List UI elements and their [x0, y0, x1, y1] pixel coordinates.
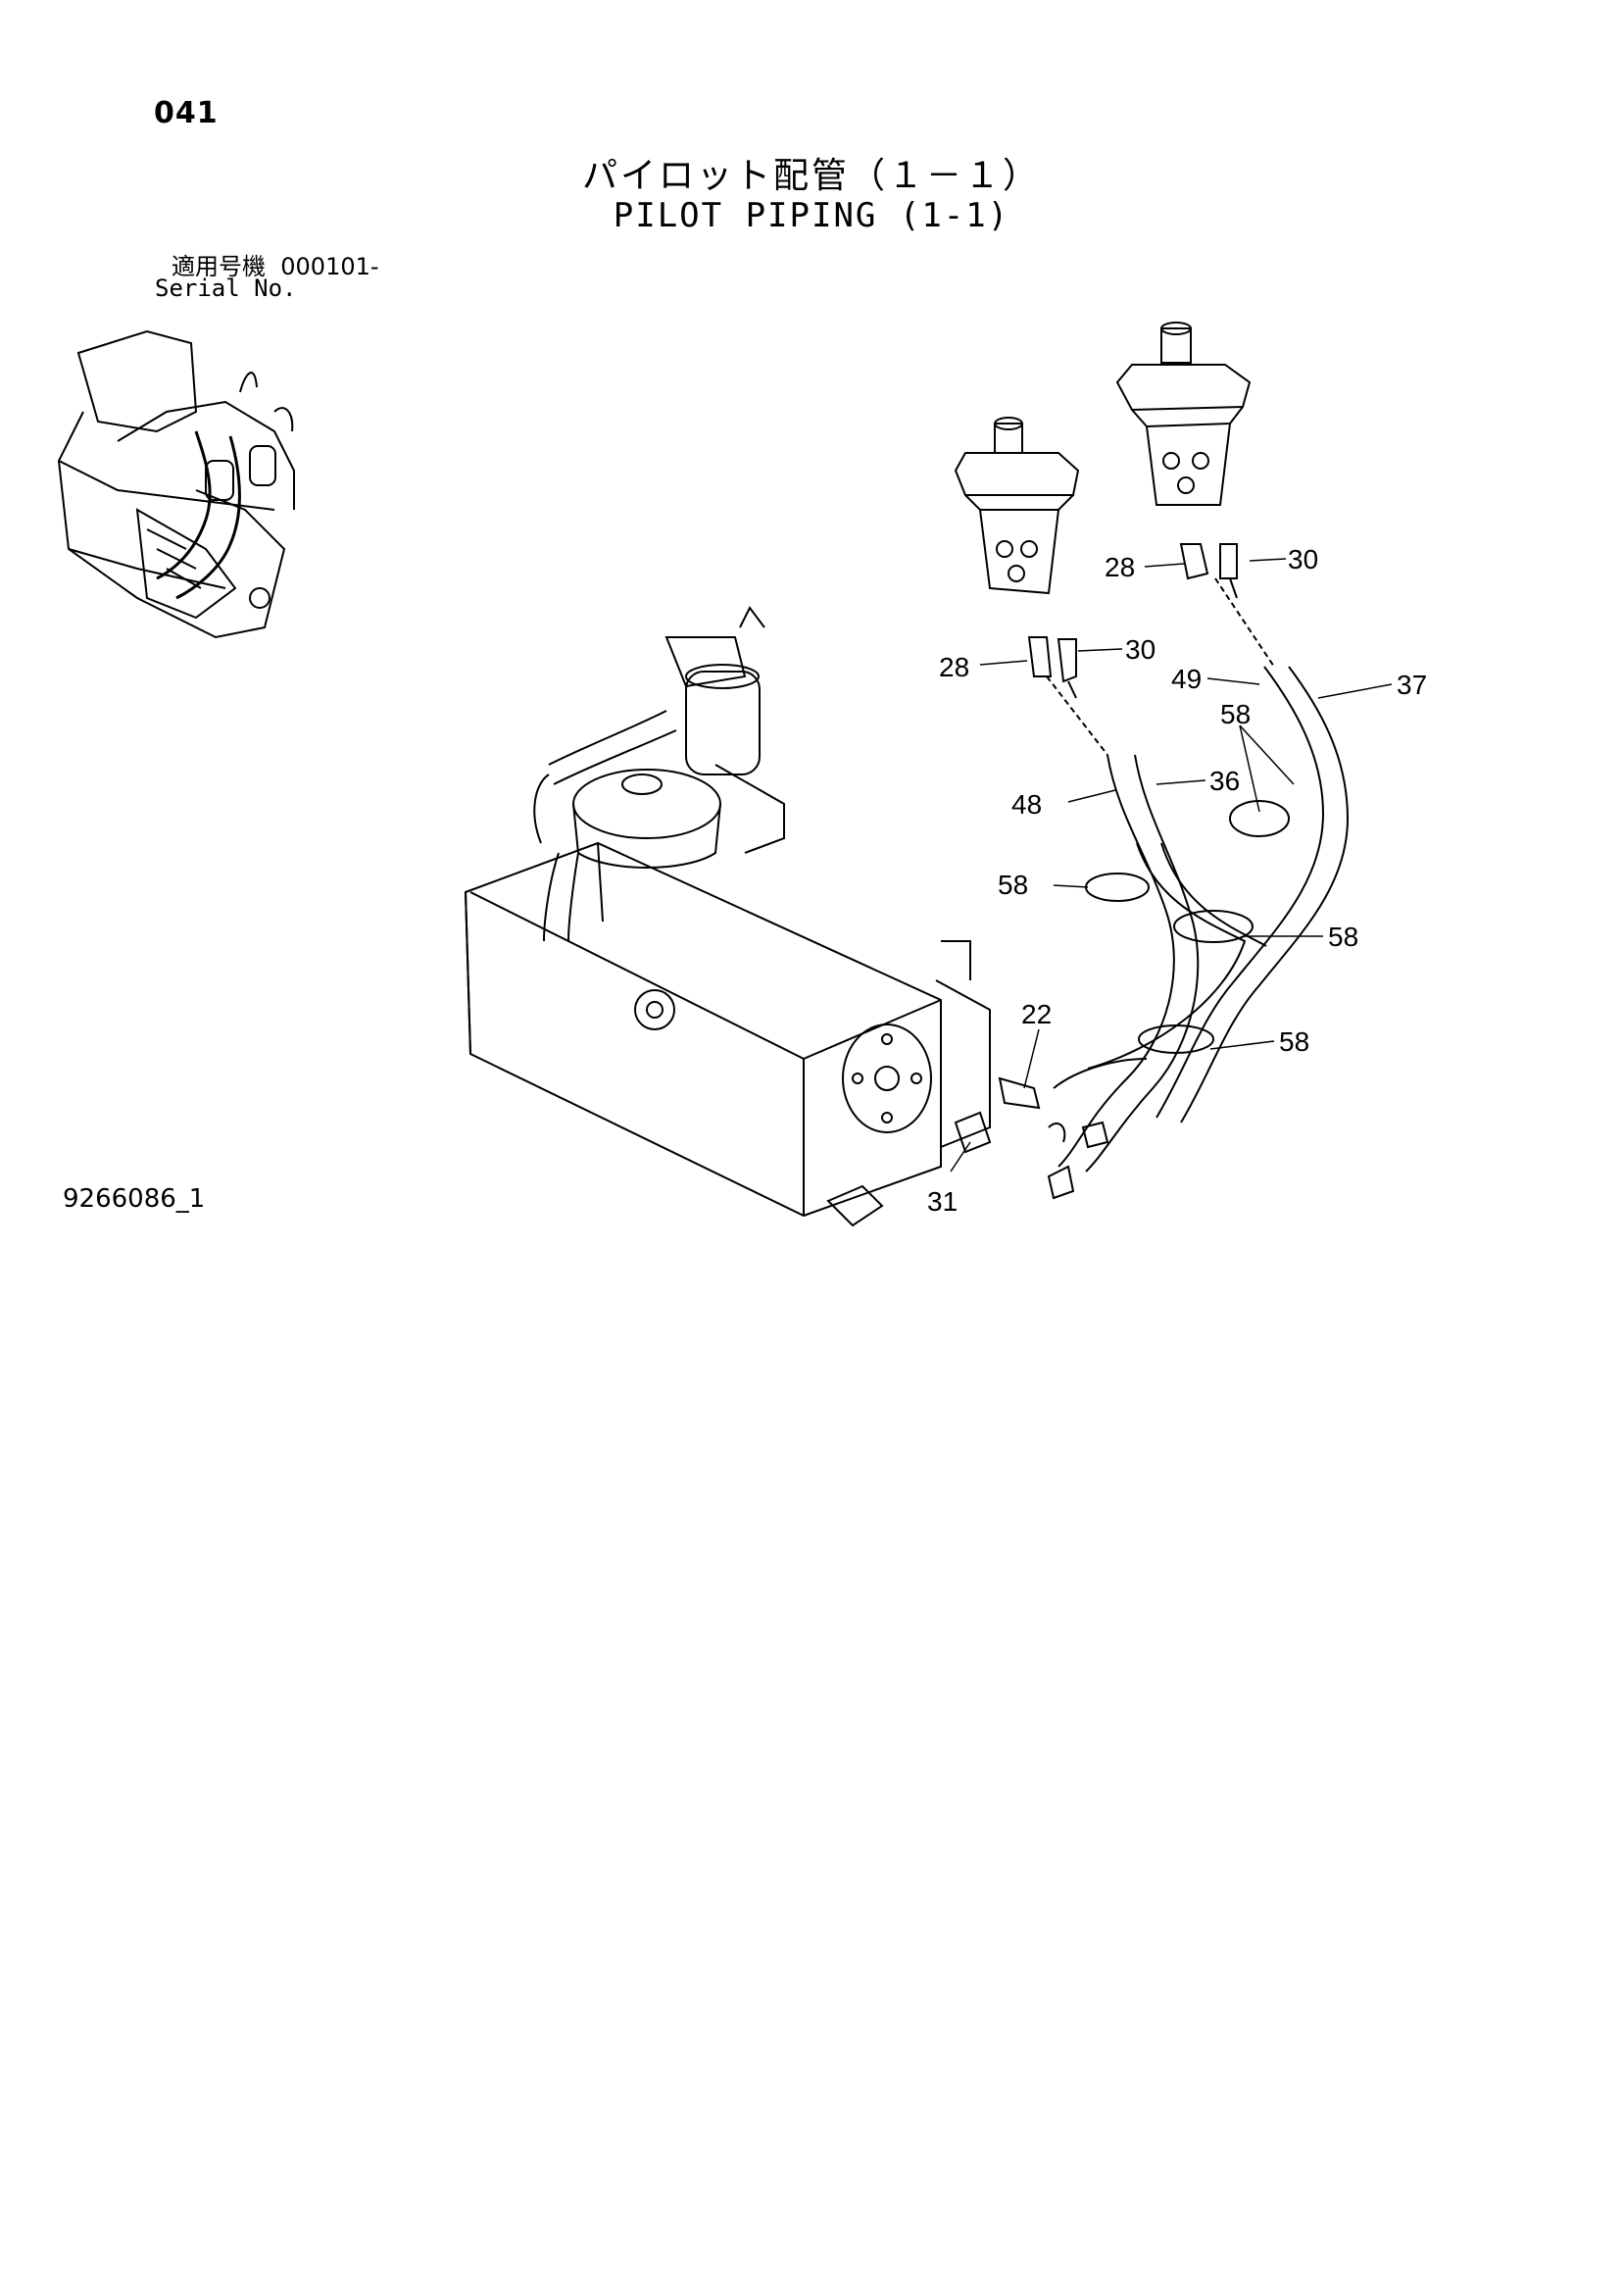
pilot-valve-right — [1115, 322, 1252, 506]
callout-30-upper: 30 — [1288, 544, 1318, 574]
hose-bundle — [1053, 666, 1350, 1173]
callout-58-top: 58 — [1220, 699, 1251, 729]
overview-inset — [57, 329, 295, 639]
pilot-valve-left — [954, 417, 1080, 595]
title-english: PILOT PIPING (1-1) — [613, 196, 1010, 235]
serial-label-jp: 適用号機 — [172, 253, 266, 280]
callout-28-upper: 28 — [1105, 552, 1135, 582]
fittings-upper — [1027, 543, 1275, 756]
callout-28-lower: 28 — [939, 652, 969, 682]
callout-30-lower: 30 — [1125, 634, 1156, 665]
title-japanese: パイロット配管（１－１） — [581, 156, 1041, 196]
callout-36: 36 — [1209, 766, 1240, 796]
page-code: 041 — [154, 96, 219, 130]
filter-assembly — [533, 606, 785, 942]
callout-labels: 28 30 28 30 49 37 58 36 48 58 58 22 58 3… — [927, 544, 1427, 1217]
callout-22: 22 — [1021, 999, 1052, 1029]
serial-applicability: 適用号機 000101- — [172, 247, 379, 281]
callout-37: 37 — [1397, 670, 1427, 700]
callout-58-right: 58 — [1328, 922, 1358, 952]
callout-48: 48 — [1011, 789, 1042, 820]
callout-58-lower: 58 — [1279, 1026, 1309, 1057]
callout-58-left: 58 — [998, 870, 1028, 900]
serial-label-en: Serial No. — [155, 275, 297, 302]
hydraulic-tank — [464, 841, 991, 1227]
callout-49: 49 — [1171, 664, 1202, 694]
serial-range: 000101- — [280, 253, 379, 280]
leader-lines — [950, 558, 1393, 1173]
fittings-lower — [954, 1076, 1109, 1200]
drawing-id: 9266086_1 — [63, 1184, 206, 1214]
callout-31: 31 — [927, 1186, 958, 1217]
hose-ties — [1085, 800, 1290, 1054]
